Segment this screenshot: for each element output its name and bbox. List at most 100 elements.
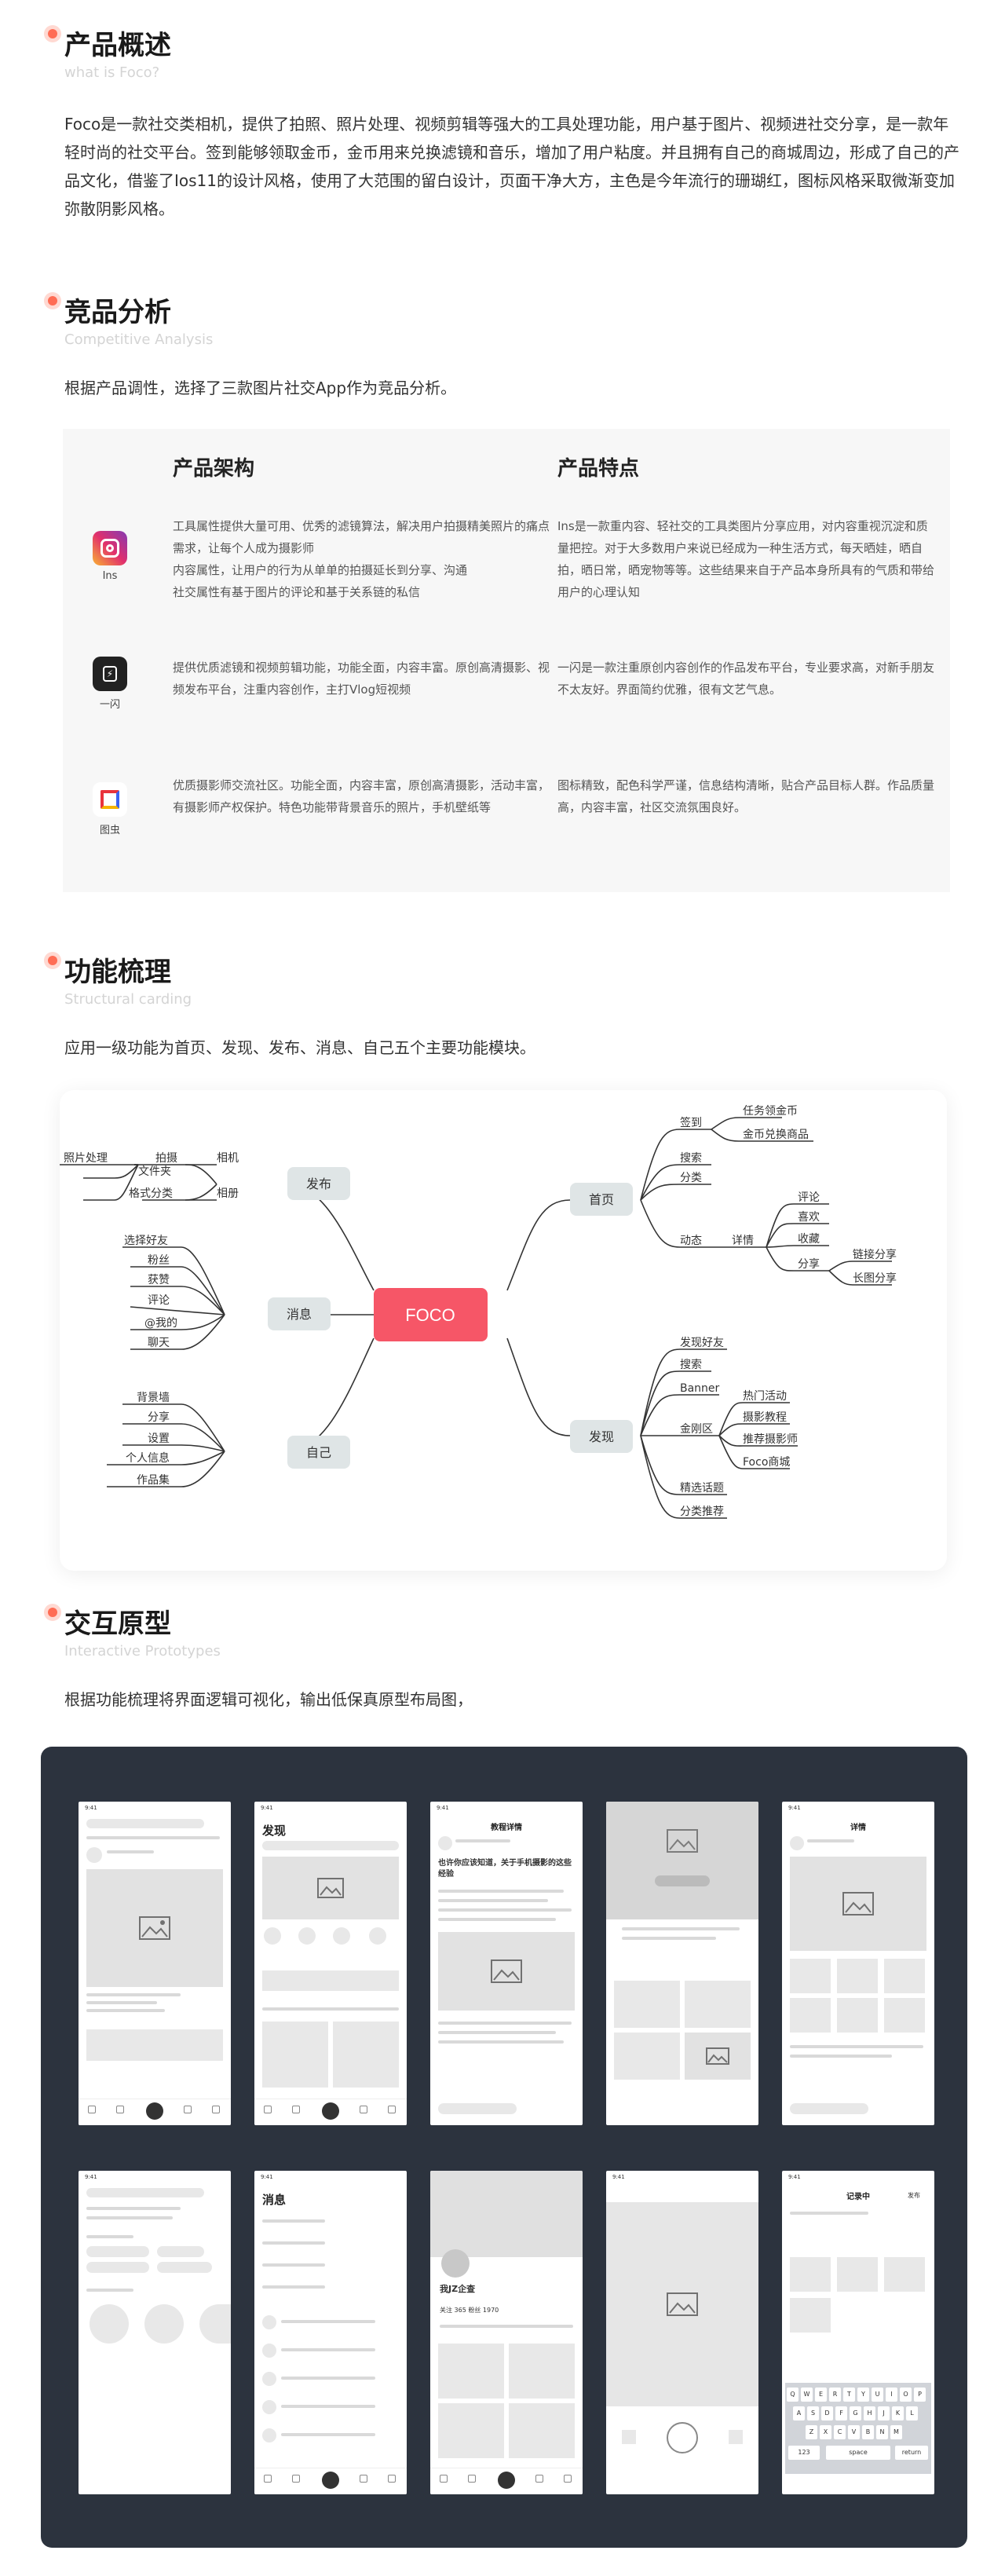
key-u[interactable]: U [872,2388,883,2402]
yishan-app-name: 一闪 [99,699,120,711]
message-title: 消息 [262,2193,287,2207]
status-time: 9:41 [437,1805,449,1811]
publish-fab[interactable] [146,2102,163,2120]
leaf-hot-events: 热门活动 [743,1390,787,1403]
key-return[interactable]: return [895,2446,928,2460]
leaf-likes: 获赞 [148,1274,170,1286]
message-screen: 9:41 消息 [254,2171,407,2494]
key-m[interactable]: M [890,2425,902,2439]
image-placeholder-icon [317,1878,344,1898]
key-c[interactable]: C [834,2425,846,2439]
key-f[interactable]: F [835,2406,847,2420]
key-k[interactable]: K [892,2406,904,2420]
post-detail-title: 详情 [850,1824,866,1832]
feed-image[interactable] [86,1869,223,1987]
foco-center-node [374,1288,488,1341]
tuchong-app-name: 图虫 [99,825,120,836]
leaf-format: 格式分类 [129,1187,173,1200]
mindmap-svg: FOCO 发布 消息 自己 首页 发现 相机 相册 拍摄 照片处理 文件夹 格式… [60,1105,897,1519]
publish-label: 发布 [306,1176,331,1191]
key-r[interactable]: R [829,2388,841,2402]
key-h[interactable]: H [864,2406,875,2420]
leaf-album: 相册 [217,1187,239,1200]
key-y[interactable]: Y [857,2388,869,2402]
key-l[interactable]: L [906,2406,918,2420]
key-n[interactable]: N [876,2425,888,2439]
prototype-subtitle: Interactive Prototypes [64,1643,221,1659]
key-e[interactable]: E [815,2388,827,2402]
key-d[interactable]: D [821,2406,833,2420]
key-g[interactable]: G [850,2406,861,2420]
key-w[interactable]: W [801,2388,813,2402]
key-s[interactable]: S [807,2406,819,2420]
key-x[interactable]: X [820,2425,831,2439]
leaf-share: 分享 [148,1411,170,1424]
key-q[interactable]: Q [787,2388,799,2402]
leaf-bg-wall: 背景墙 [137,1392,170,1404]
structure-section: 功能梳理 Structural carding 应用一级功能为首页、发现、发布、… [0,950,1005,1579]
leaf-comments: 评论 [148,1294,170,1307]
key-j[interactable]: J [878,2406,890,2420]
competitive-subtitle: Competitive Analysis [64,331,214,348]
structure-title: 功能梳理 [64,957,171,988]
shutter-button[interactable] [667,2422,698,2453]
home-node [570,1183,633,1216]
key-a[interactable]: A [793,2406,805,2420]
message-label: 消息 [287,1307,312,1322]
key-p[interactable]: P [914,2388,926,2402]
status-time: 9:41 [261,1805,273,1811]
key-z[interactable]: Z [806,2425,817,2439]
leaf-portfolio: 作品集 [137,1473,170,1487]
leaf-shoot: 拍摄 [155,1152,177,1165]
leaf-king-kong: 金刚区 [680,1423,713,1436]
status-time: 9:41 [261,2174,273,2180]
feature-column-header: 产品特点 [557,457,640,481]
leaf-detail: 详情 [732,1235,754,1247]
leaf-fans: 粉丝 [148,1254,170,1267]
post-image [790,1857,926,1951]
leaf-banner: Banner [680,1382,720,1395]
search-input[interactable] [86,1819,204,1828]
tutorial-image [438,1932,575,2011]
leaf-home-share: 分享 [798,1257,820,1271]
camera-screen: 9:41 [606,2171,758,2494]
leaf-like: 喜欢 [798,1211,820,1224]
discover-node [570,1420,633,1453]
tuchong-icon [93,782,127,817]
publish-button[interactable]: 发布 [908,2192,920,2199]
key-o[interactable]: O [900,2388,912,2402]
leaf-recommended-photographer: 推荐摄影师 [743,1433,798,1446]
self-node [287,1436,350,1469]
tutorial-detail-screen: 9:41 教程详情 也许你应该知道，关于手机摄影的这些经验 [430,1802,583,2125]
image-placeholder-icon [139,1916,170,1940]
search-field[interactable] [86,2188,204,2197]
event-screen [606,1802,758,2125]
yishan-arch-text: 提供优质滤镜和视频剪辑功能，功能全面，内容丰富。原创高清摄影、视频发布平台，注重… [173,660,550,697]
publish-node [287,1167,350,1200]
structure-intro: 应用一级功能为首页、发现、发布、消息、自己五个主要功能模块。 [64,1038,535,1057]
status-time: 9:41 [85,2174,97,2180]
section-dot-icon [44,1604,61,1621]
key-b[interactable]: B [862,2425,874,2439]
image-placeholder-icon [842,1892,874,1916]
discover-search[interactable] [262,1841,399,1850]
leaf-link-share: 链接分享 [853,1248,897,1261]
discover-title: 发现 [262,1824,287,1838]
leaf-profile-info: 个人信息 [126,1451,170,1465]
competitive-table: 产品架构 产品特点 Ins 工具属性提供大量可用、优秀的滤镜算法，解决用户拍摄精… [63,429,950,892]
key-i[interactable]: I [886,2388,897,2402]
key-num[interactable]: 123 [788,2446,820,2460]
post-comment-input[interactable] [790,2103,868,2114]
key-space[interactable]: space [826,2446,890,2460]
tuchong-feature-text: 图标精致，配色科学严谨，信息结构清晰，贴合产品目标人群。作品质量高，内容丰富，社… [557,778,935,814]
status-time: 9:41 [85,1805,97,1811]
overview-title: 产品概述 [64,30,171,61]
key-v[interactable]: V [848,2425,860,2439]
leaf-discover-friends: 发现好友 [680,1337,724,1349]
competitive-title: 竞品分析 [64,297,171,328]
key-t[interactable]: T [843,2388,855,2402]
comment-input[interactable] [438,2103,517,2114]
discover-screen: 9:41 发现 [254,1802,407,2125]
banner-image[interactable] [262,1857,399,1919]
